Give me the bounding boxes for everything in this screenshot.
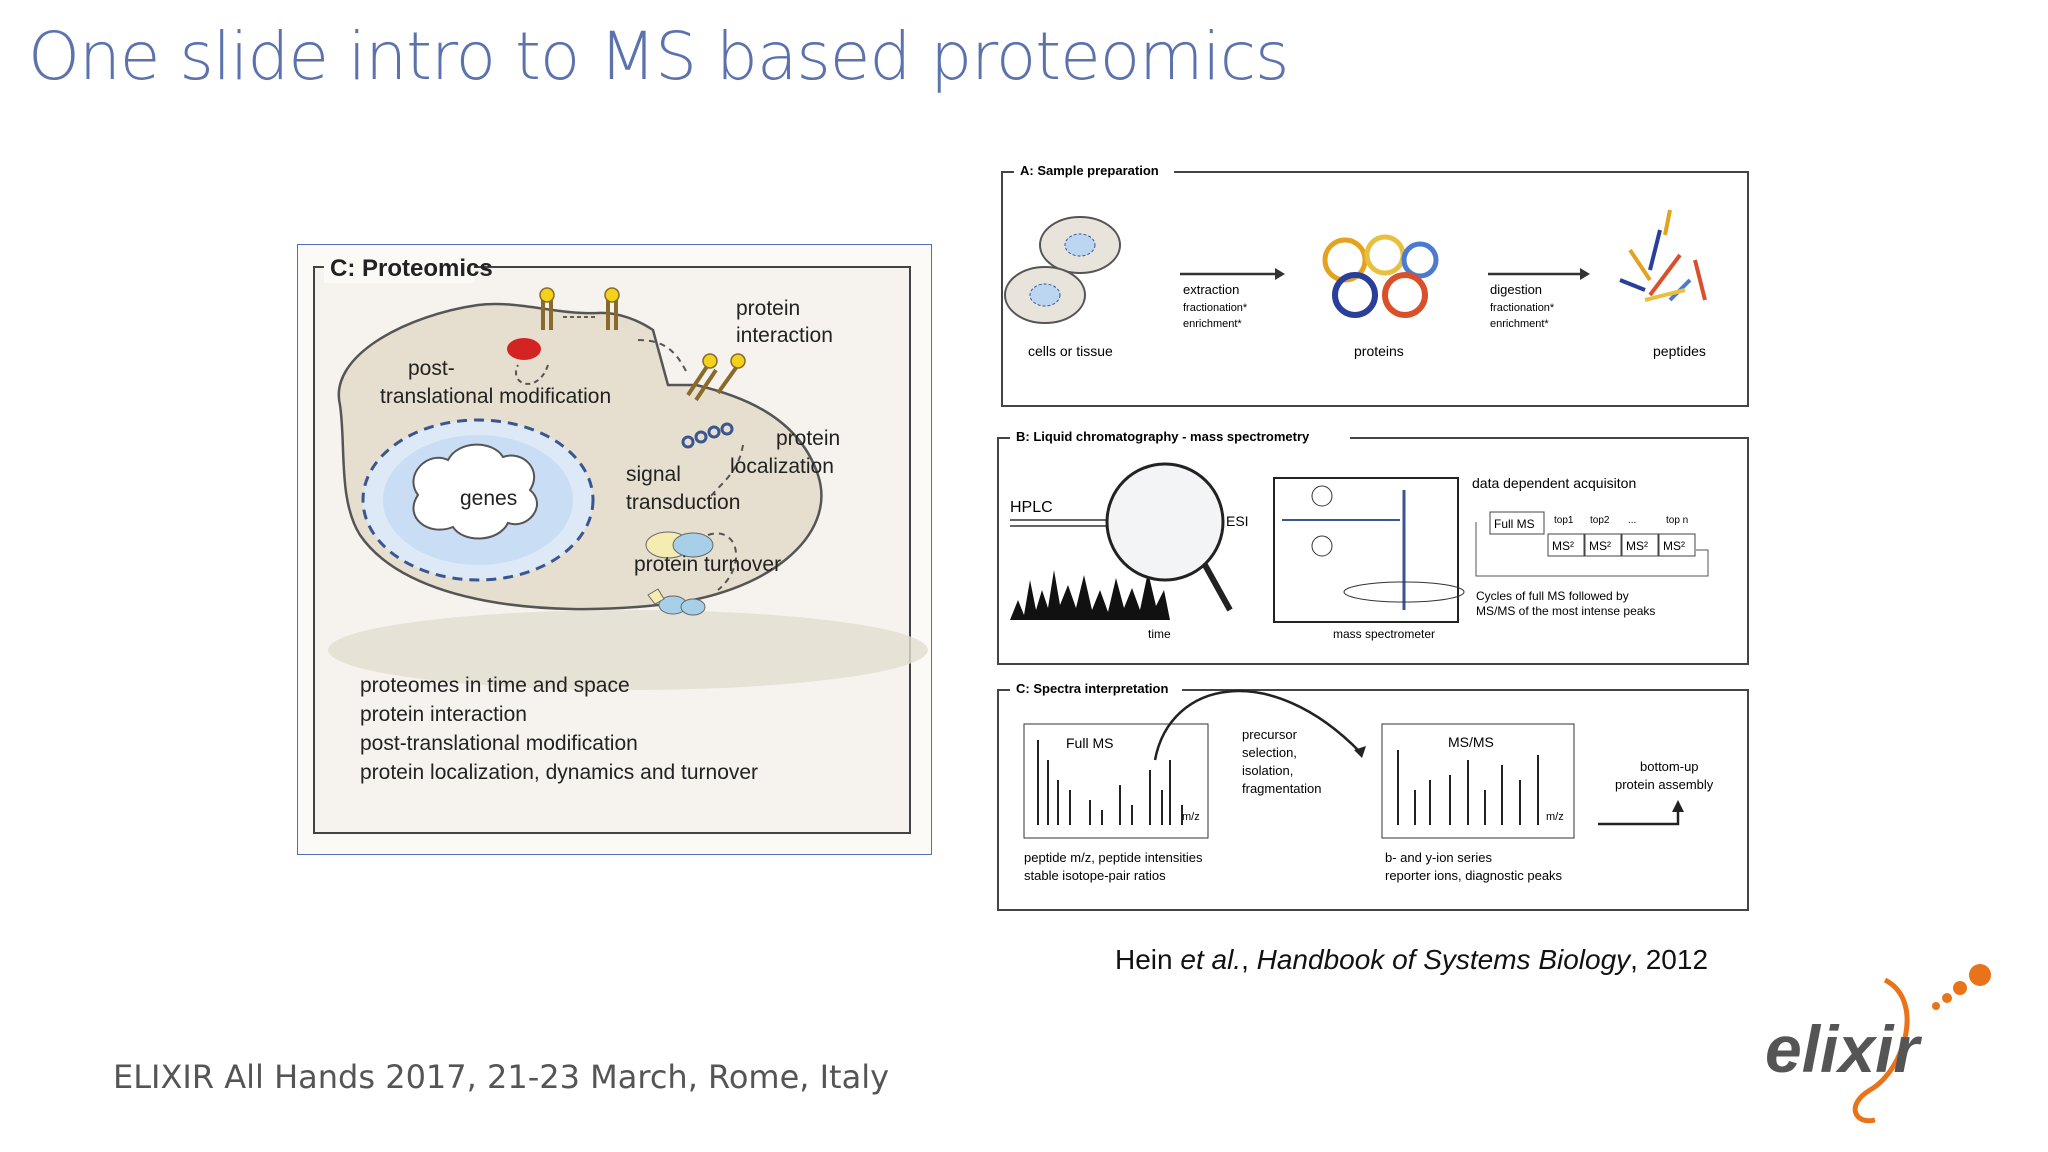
ptm-modification	[507, 338, 541, 360]
esi-magnifier	[1105, 462, 1225, 582]
slide-title: One slide intro to MS based proteomics	[28, 18, 1289, 95]
svg-text:peptide m/z, peptide intensiti: peptide m/z, peptide intensities	[1024, 850, 1203, 865]
full-ms-spectrum	[1023, 723, 1209, 839]
svg-text:fragmentation: fragmentation	[1242, 781, 1322, 796]
svg-text:isolation,: isolation,	[1242, 763, 1293, 778]
elixir-logo: elixir	[1755, 960, 2015, 1130]
svg-text:stable isotope-pair ratios: stable isotope-pair ratios	[1024, 868, 1166, 883]
full-ms-box-label: Full MS	[1494, 517, 1535, 531]
proteomics-diagram: C: Proteomics genes	[313, 253, 928, 834]
step1-text: extraction fractionation* enrichment*	[1183, 282, 1248, 330]
svg-text:...: ...	[1628, 515, 1636, 526]
time-label: time	[1148, 627, 1171, 641]
svg-text:precursor: precursor	[1242, 727, 1298, 742]
svg-text:fractionation*: fractionation*	[1183, 302, 1248, 314]
svg-text:top2: top2	[1590, 515, 1610, 526]
left-notes: peptide m/z, peptide intensities stable …	[1024, 850, 1203, 883]
svg-text:selection,: selection,	[1242, 745, 1297, 760]
turnover-label: protein turnover	[634, 553, 781, 576]
citation-author: Hein	[1115, 944, 1181, 975]
mz-label: m/z	[1182, 811, 1200, 823]
panel-a-title: A: Sample preparation	[1020, 163, 1159, 178]
protein-localization-label-1: protein	[776, 427, 840, 450]
citation-separator: ,	[1241, 944, 1257, 975]
svg-text:top n: top n	[1666, 515, 1688, 526]
signal-label-1: signal	[626, 463, 681, 486]
svg-text:MS²: MS²	[1589, 539, 1611, 553]
svg-text:protein assembly: protein assembly	[1615, 777, 1714, 792]
bottom-up-text: bottom-up protein assembly	[1615, 759, 1714, 792]
citation-book: Handbook of Systems Biology	[1256, 944, 1631, 975]
proteins-illustration	[1322, 234, 1439, 318]
right-notes: b- and y-ion series reporter ions, diagn…	[1385, 850, 1563, 883]
svg-text:MS²: MS²	[1663, 539, 1685, 553]
citation: Hein et al., Handbook of Systems Biology…	[1115, 944, 1708, 976]
mass-spec-label: mass spectrometer	[1333, 627, 1435, 641]
chromatogram	[1010, 570, 1170, 620]
svg-text:digestion: digestion	[1490, 282, 1542, 297]
elixir-logo-text: elixir	[1765, 1012, 1922, 1086]
list-item: post-translational modification	[360, 732, 638, 755]
svg-text:bottom-up: bottom-up	[1640, 759, 1699, 774]
precursor-text: precursor selection, isolation, fragment…	[1242, 727, 1322, 796]
svg-text:b- and y-ion series: b- and y-ion series	[1385, 850, 1492, 865]
protein-interaction-label-2: interaction	[736, 324, 833, 347]
svg-text:enrichment*: enrichment*	[1183, 318, 1242, 330]
proteomics-title: C: Proteomics	[330, 255, 493, 282]
protein-localization-label-2: localization	[730, 455, 834, 478]
ground-shadow	[328, 610, 928, 690]
esi-label: ESI	[1226, 513, 1249, 529]
panel-b-title: B: Liquid chromatography - mass spectrom…	[1016, 429, 1310, 444]
genes-cloud	[412, 443, 538, 540]
step2-text: digestion fractionation* enrichment*	[1490, 282, 1555, 330]
list-item: protein interaction	[360, 703, 527, 726]
ptm-label-2: translational modification	[380, 385, 611, 408]
list-item: proteomes in time and space	[360, 674, 630, 697]
ms-workflow-diagram: A: Sample preparation cells or tissue ex…	[997, 162, 1749, 911]
proteomics-topics-list: proteomes in time and space protein inte…	[360, 674, 758, 784]
proteomics-figure: C: Proteomics genes	[297, 244, 932, 855]
ms2-boxes: MS² MS² MS² MS²	[1547, 533, 1696, 557]
panel-c-title: C: Spectra interpretation	[1016, 681, 1168, 696]
genes-label: genes	[460, 487, 517, 510]
cycles-text-1: Cycles of full MS followed by	[1476, 589, 1629, 603]
dda-label: data dependent acquisiton	[1472, 475, 1636, 491]
ms-workflow-figure: A: Sample preparation cells or tissue ex…	[990, 160, 1770, 920]
mz-label: m/z	[1546, 811, 1564, 823]
proteins-label: proteins	[1354, 343, 1404, 359]
full-ms-spectrum-label: Full MS	[1066, 735, 1113, 751]
msms-peaks	[1397, 750, 1539, 825]
svg-text:MS²: MS²	[1626, 539, 1648, 553]
receptor-proteins	[541, 300, 740, 402]
protein-interaction-label-1: protein	[736, 297, 800, 320]
svg-text:fractionation*: fractionation*	[1490, 302, 1555, 314]
footer-text: ELIXIR All Hands 2017, 21-23 March, Rome…	[113, 1058, 890, 1096]
signal-label-2: transduction	[626, 491, 740, 514]
svg-text:top1: top1	[1554, 515, 1574, 526]
full-ms-peaks	[1037, 740, 1183, 825]
peptides-label: peptides	[1653, 343, 1706, 359]
svg-text:MS²: MS²	[1552, 539, 1574, 553]
cells-illustration	[1004, 216, 1121, 324]
svg-text:reporter ions, diagnostic peak: reporter ions, diagnostic peaks	[1385, 868, 1563, 883]
hplc-label: HPLC	[1010, 499, 1053, 516]
peptides-illustration	[1619, 209, 1707, 302]
svg-text:enrichment*: enrichment*	[1490, 318, 1549, 330]
citation-etal: et al.	[1180, 944, 1242, 975]
mass-spectrometer-box	[1273, 477, 1459, 623]
degraded-fragments	[647, 588, 706, 616]
ptm-label-1: post-	[408, 357, 455, 380]
list-item: protein localization, dynamics and turno…	[360, 761, 758, 784]
citation-year: , 2012	[1630, 944, 1709, 975]
svg-text:extraction: extraction	[1183, 282, 1239, 297]
full-ms-box	[1489, 511, 1545, 535]
cycles-text-2: MS/MS of the most intense peaks	[1476, 604, 1655, 618]
top-n-labels: top1 top2 ... top n	[1554, 515, 1688, 526]
msms-spectrum-label: MS/MS	[1448, 734, 1494, 750]
signal-molecules	[681, 422, 734, 449]
cells-label: cells or tissue	[1028, 343, 1113, 359]
